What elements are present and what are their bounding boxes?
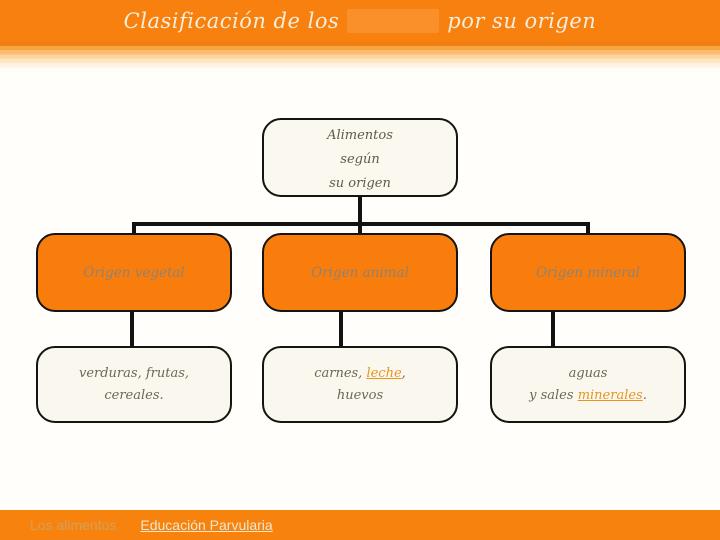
connector-horizontal: [132, 222, 590, 226]
category-node-mineral: Origen mineral: [490, 233, 686, 312]
root-node-line1: Alimentos: [327, 128, 393, 143]
category-label-mineral: Origen mineral: [535, 264, 641, 281]
leche-link[interactable]: leche: [366, 365, 402, 381]
category-node-vegetal: Origen vegetal: [36, 233, 232, 312]
root-node-line2: según: [340, 152, 380, 167]
detail-vegetal-line1: verduras, frutas,: [78, 365, 190, 381]
connector-mineral-detail: [551, 311, 555, 347]
connector-left-drop: [132, 222, 136, 234]
detail-animal-line2: huevos: [336, 387, 384, 403]
connector-animal-detail: [339, 311, 343, 347]
detail-node-mineral: aguas y sales minerales.: [490, 346, 686, 423]
detail-mineral-line1: aguas: [568, 365, 608, 381]
category-node-animal: Origen animal: [262, 233, 458, 312]
root-node-line3: su origen: [329, 176, 391, 191]
connector-right-drop: [586, 222, 590, 234]
footer-bar: Los alimentos Educación Parvularia: [0, 510, 720, 540]
detail-node-animal: carnes, leche, huevos: [262, 346, 458, 423]
slide-title-right: por su origen: [447, 9, 597, 33]
detail-node-vegetal: verduras, frutas, cereales.: [36, 346, 232, 423]
detail-mineral-line2-post: .: [642, 387, 647, 403]
detail-animal-line1: carnes, leche,: [314, 363, 406, 385]
category-label-animal: Origen animal: [311, 264, 409, 281]
minerales-link[interactable]: minerales: [577, 387, 643, 403]
title-hidden-word-patch: [347, 9, 440, 33]
header-bar: Clasificación de los por su origen: [0, 0, 720, 42]
category-label-vegetal: Origen vegetal: [83, 264, 185, 281]
connector-vegetal-detail: [130, 311, 134, 347]
root-node-alimentos: Alimentos según su origen: [262, 118, 458, 197]
educacion-parvularia-link[interactable]: Educación Parvularia: [140, 517, 273, 533]
detail-mineral-line2: y sales minerales.: [529, 385, 647, 407]
slide-title: Clasificación de los por su origen: [124, 9, 597, 33]
detail-animal-line1-post: ,: [401, 365, 406, 381]
header-gradient-stripe: [0, 42, 720, 72]
detail-animal-line1-pre: carnes,: [314, 365, 367, 381]
slide-title-left: Clasificación de los: [123, 9, 340, 33]
detail-vegetal-line2: cereales.: [104, 387, 164, 403]
footer-title-label: Los alimentos: [30, 517, 117, 533]
connector-root-vertical: [358, 197, 362, 234]
detail-mineral-line2-pre: y sales: [529, 387, 578, 403]
